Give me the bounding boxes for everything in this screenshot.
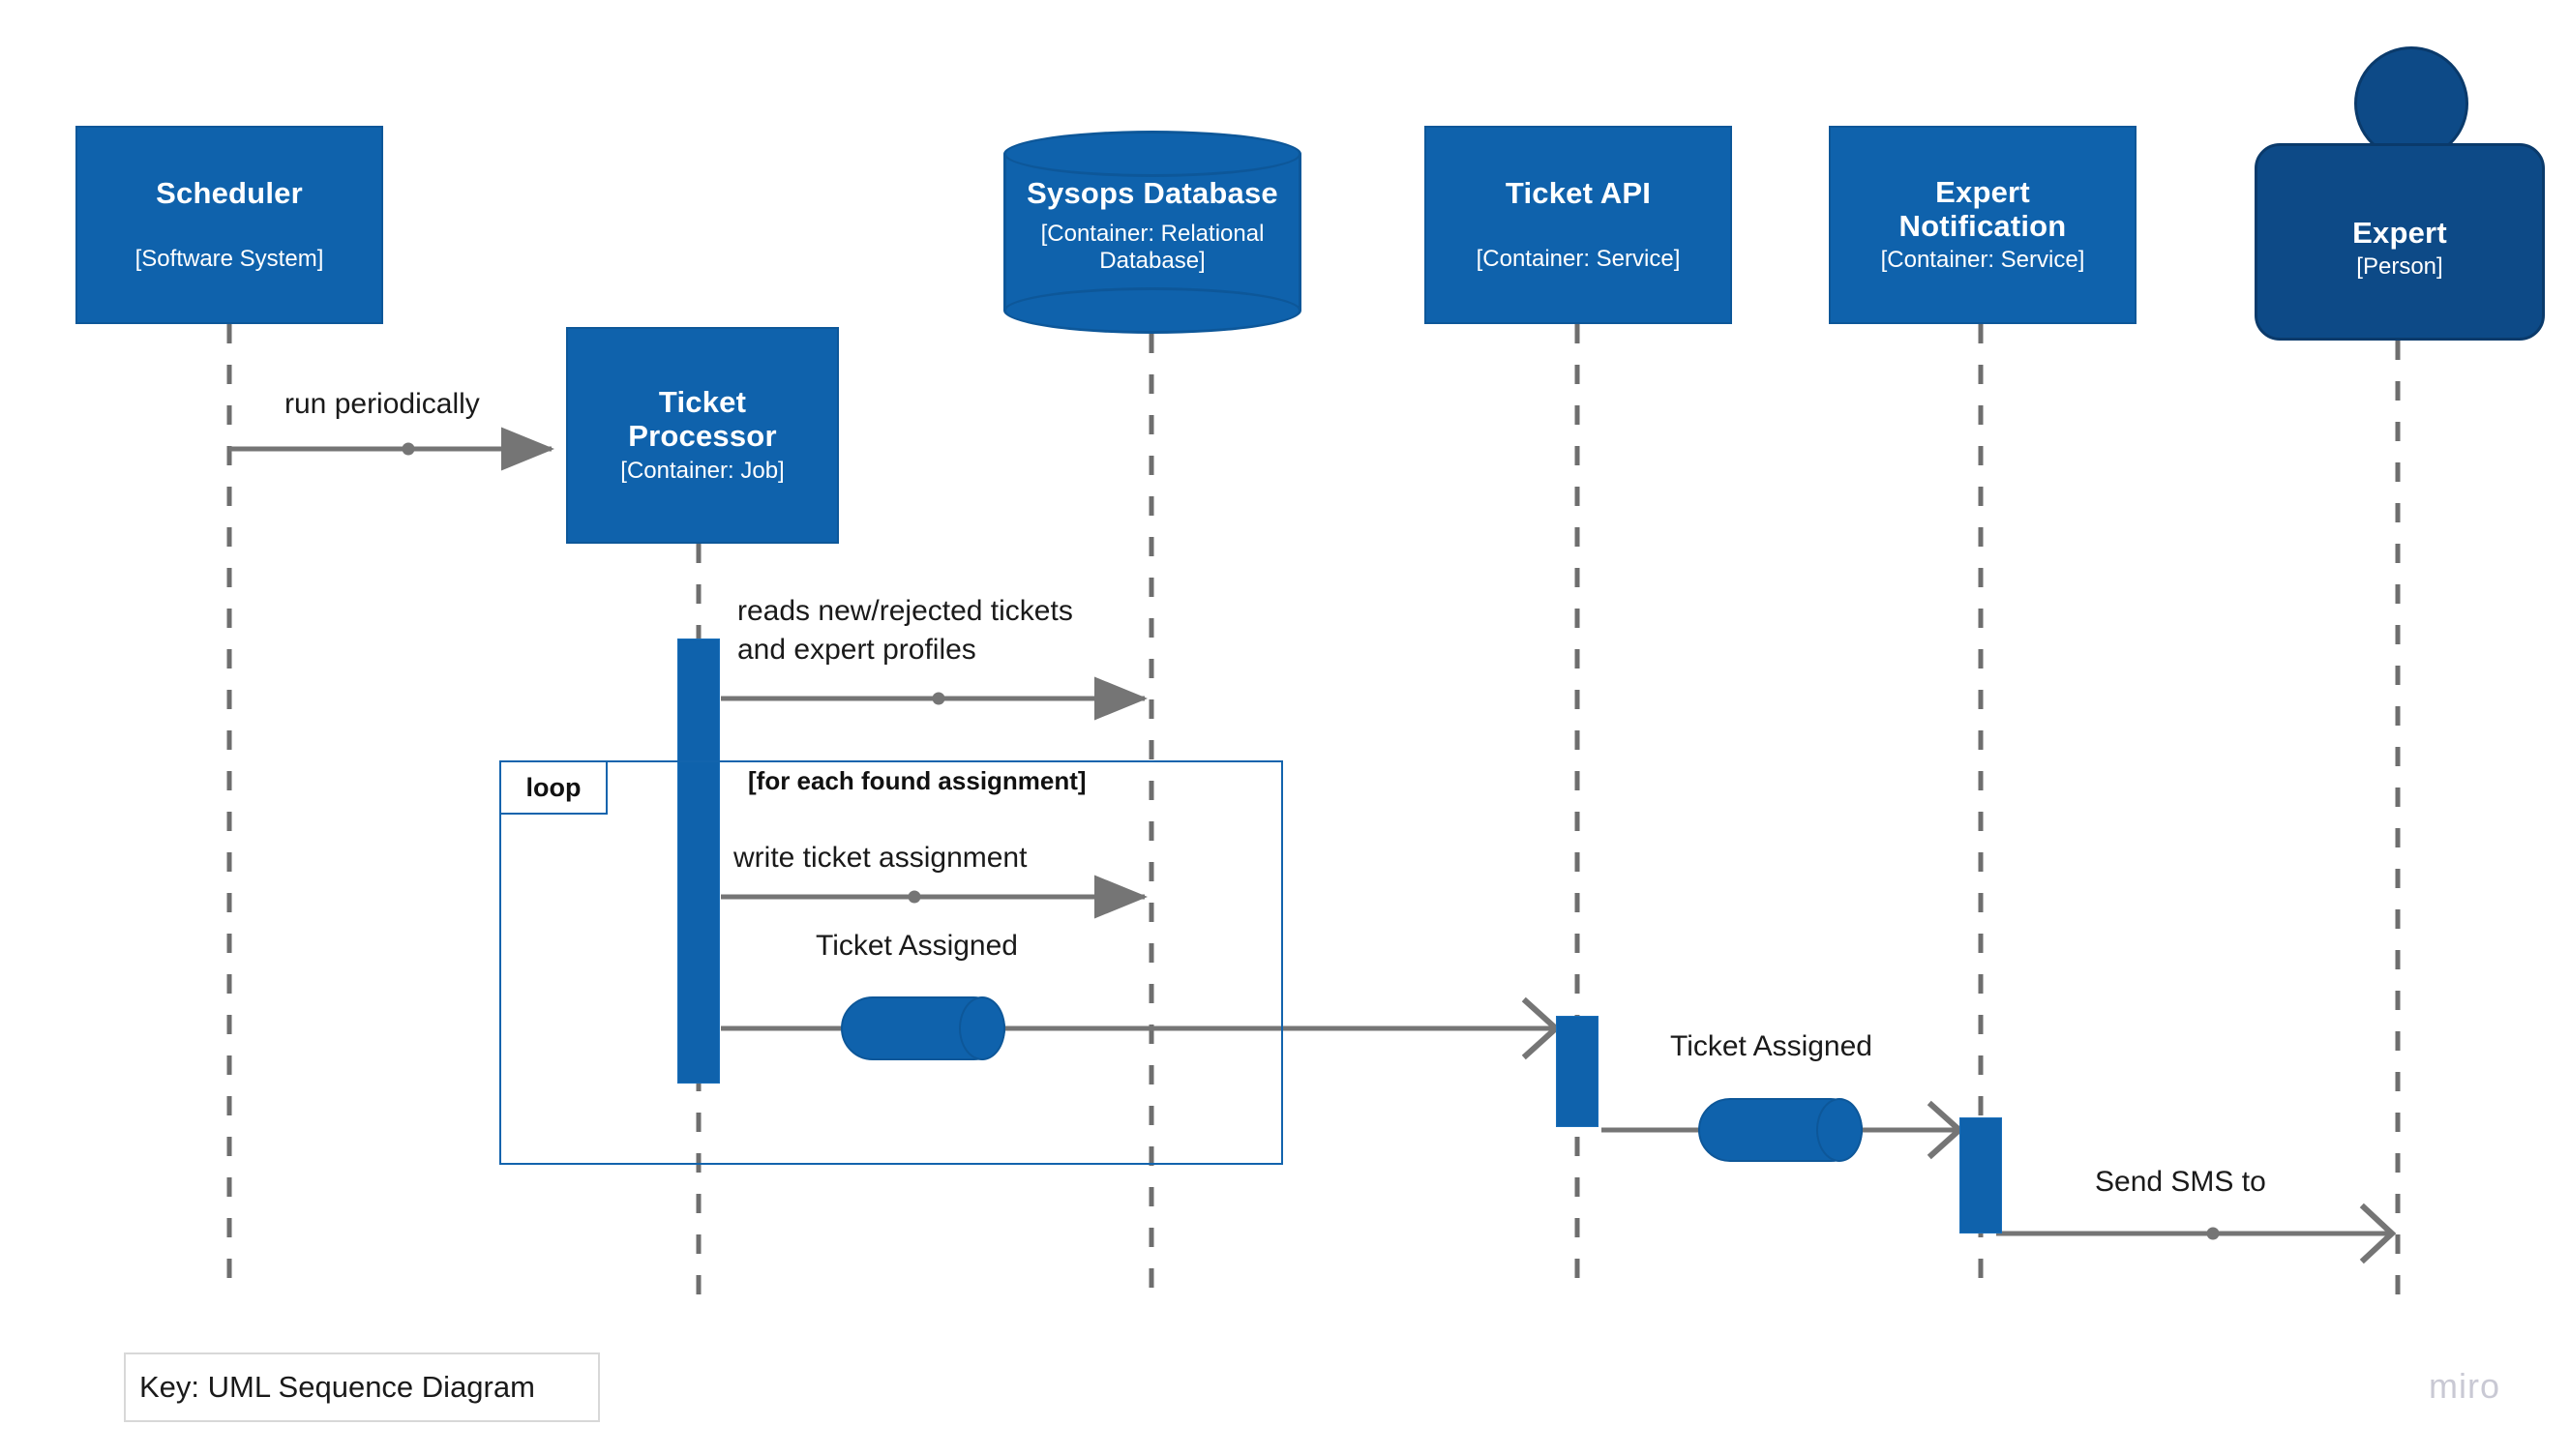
message-arrow-send-sms [1996, 1203, 2397, 1264]
queue-icon-ticket-assigned-2 [1698, 1098, 1863, 1162]
participant-ticket-processor-name: Ticket Processor [628, 385, 777, 454]
message-label-ticket-assigned-2: Ticket Assigned [1670, 1030, 1872, 1062]
queue-cylinder-cap [1816, 1098, 1863, 1162]
participant-expert-technology: [Person] [2356, 253, 2443, 281]
participant-sysops-database-technology: [Container: Relational Database] [1040, 220, 1265, 274]
participant-scheduler[interactable]: Scheduler [Software System] [75, 126, 383, 324]
participant-ticket-processor[interactable]: Ticket Processor [Container: Job] [566, 327, 839, 544]
fragment-loop-operator-label[interactable]: loop [499, 760, 608, 815]
participant-ticket-api[interactable]: Ticket API [Container: Service] [1424, 126, 1732, 324]
participant-expert[interactable]: Expert [Person] [2255, 46, 2545, 341]
queue-icon-ticket-assigned-1 [841, 996, 1005, 1060]
message-label-run-periodically: run periodically [284, 388, 480, 420]
participant-expert-notification[interactable]: Expert Notification [Container: Service] [1829, 126, 2137, 324]
message-label-reads-tickets: reads new/rejected tickets and expert pr… [737, 595, 1073, 666]
fragment-loop [499, 760, 1283, 1165]
message-arrow-reads-tickets [721, 676, 1149, 721]
participant-expert-notification-technology: [Container: Service] [1880, 247, 2085, 274]
queue-cylinder-cap [959, 996, 1005, 1060]
database-cylinder-body [1003, 154, 1301, 311]
person-body-shape: Expert [Person] [2255, 143, 2545, 341]
activation-bar-expert-notification [1959, 1117, 2002, 1233]
participant-expert-notification-name: Expert Notification [1898, 174, 2067, 243]
database-label-wrap: Sysops Database [Container: Relational D… [1003, 176, 1301, 274]
participant-sysops-database-name: Sysops Database [1027, 176, 1278, 210]
key-legend-label: Key: UML Sequence Diagram [139, 1370, 535, 1404]
activation-bar-ticket-processor [677, 639, 720, 1084]
message-arrow-run-periodically [229, 427, 555, 471]
participant-ticket-processor-technology: [Container: Job] [620, 457, 785, 484]
participant-scheduler-technology: [Software System] [134, 245, 324, 272]
participant-ticket-api-technology: [Container: Service] [1476, 245, 1681, 272]
database-cylinder-bottom [1003, 287, 1301, 334]
participant-scheduler-name: Scheduler [156, 176, 303, 211]
message-label-send-sms: Send SMS to [2095, 1166, 2266, 1198]
miro-watermark: miro [2429, 1366, 2500, 1406]
activation-bar-ticket-api [1556, 1016, 1599, 1127]
participant-sysops-database[interactable]: Sysops Database [Container: Relational D… [1003, 131, 1301, 334]
database-cylinder-top [1003, 131, 1301, 177]
message-label-ticket-assigned-1: Ticket Assigned [816, 930, 1018, 962]
participant-expert-name: Expert [2352, 215, 2447, 250]
fragment-loop-guard: [for each found assignment] [748, 766, 1087, 795]
participant-ticket-api-name: Ticket API [1505, 176, 1652, 211]
message-label-write-assignment: write ticket assignment [733, 842, 1028, 874]
key-legend-box: Key: UML Sequence Diagram [124, 1352, 600, 1422]
